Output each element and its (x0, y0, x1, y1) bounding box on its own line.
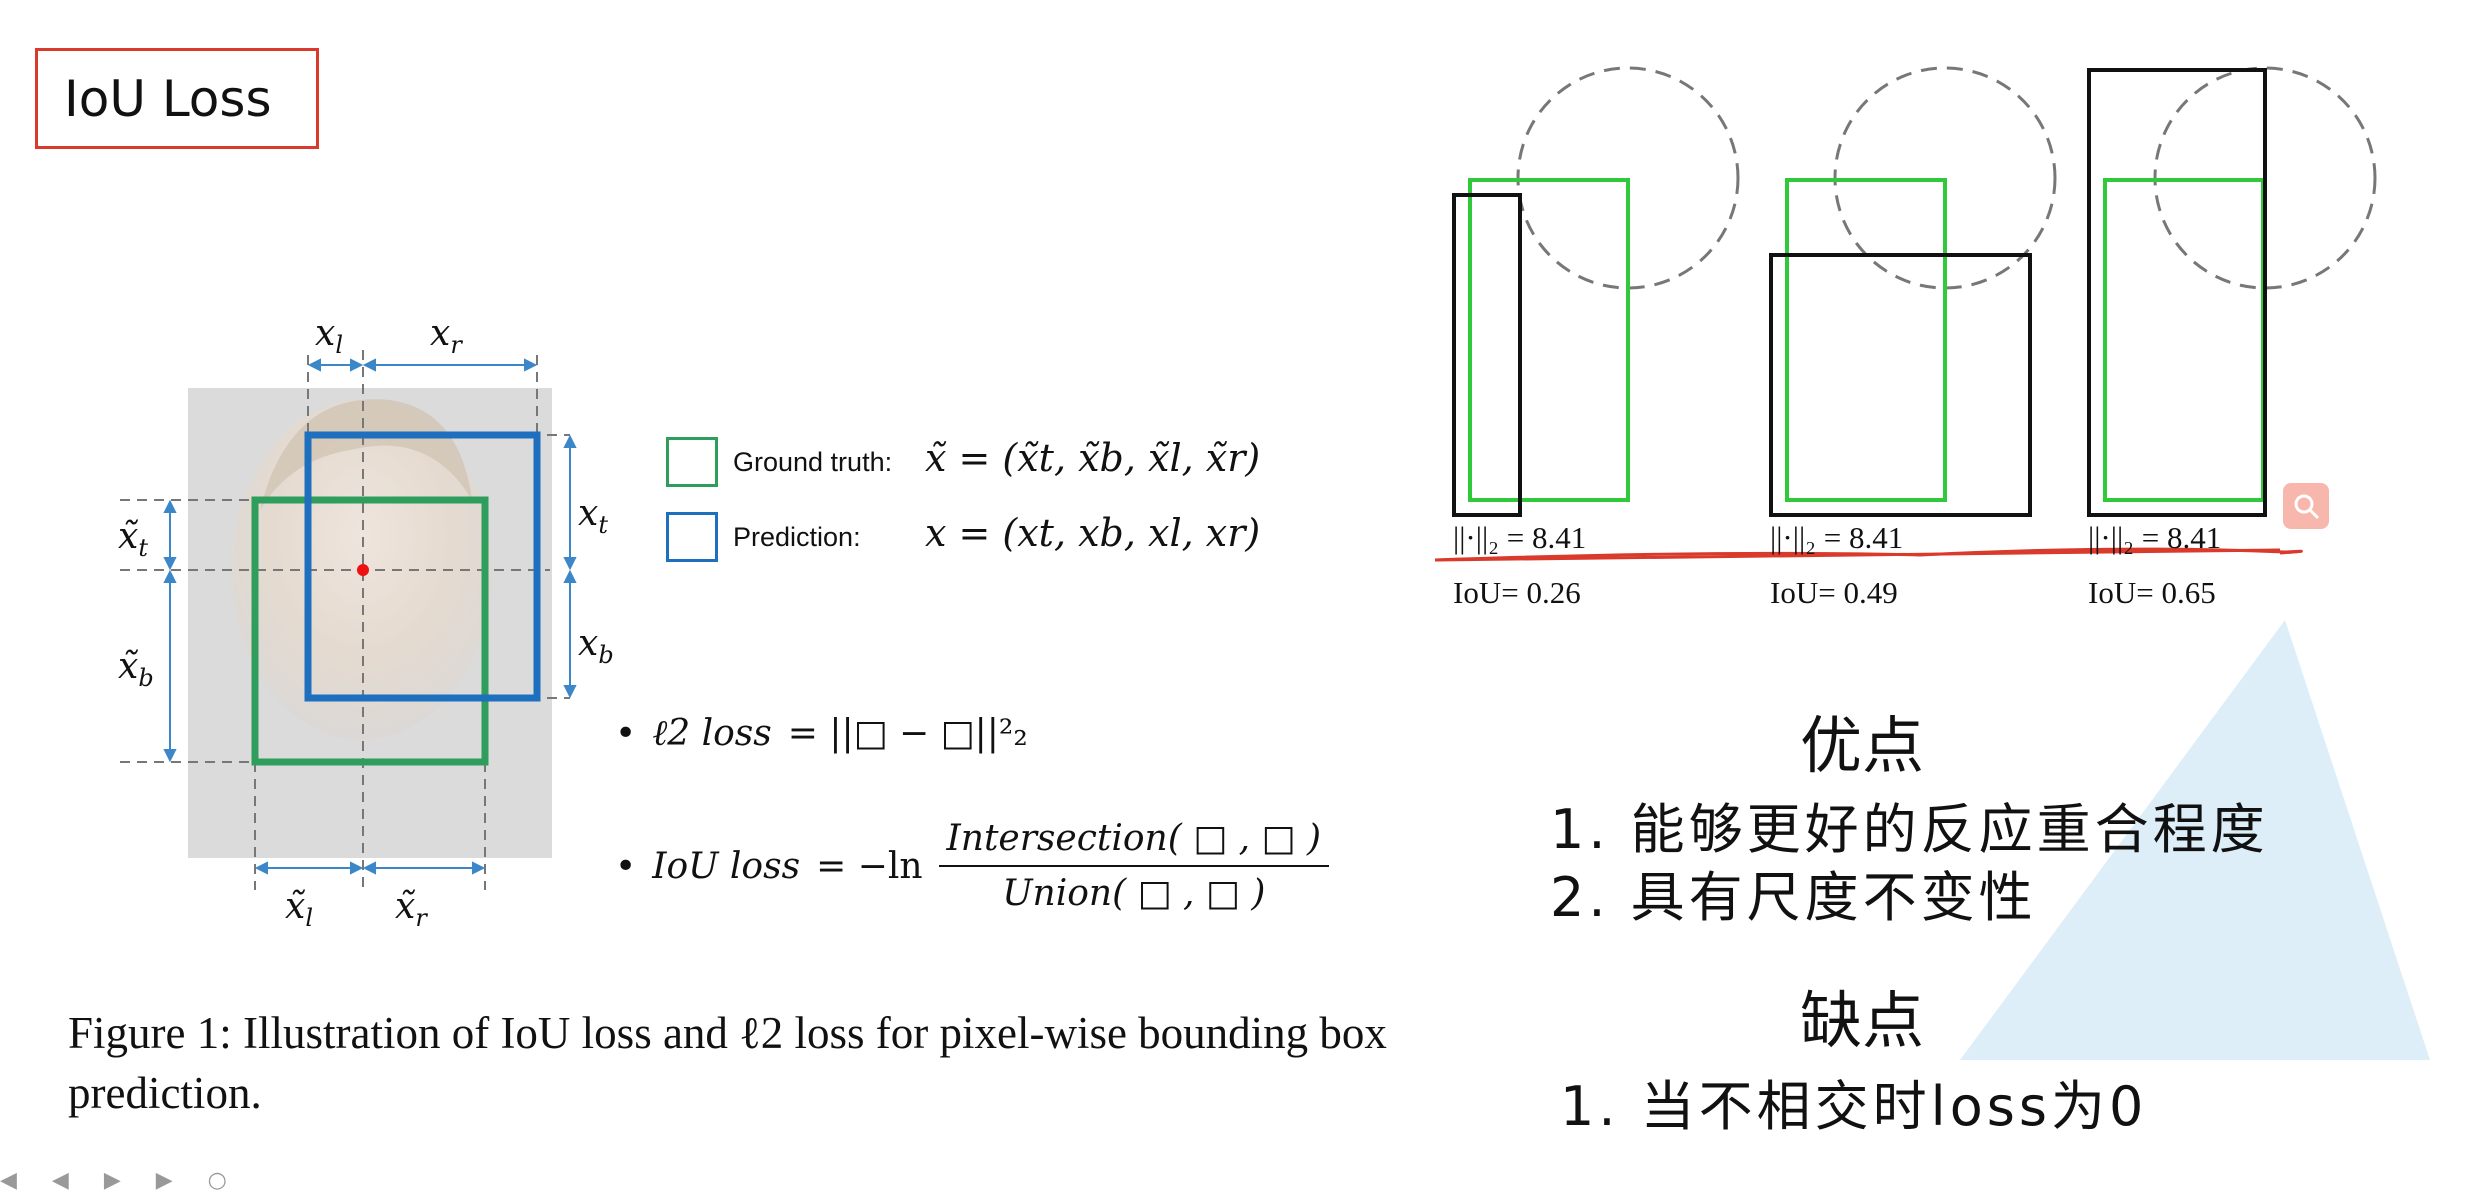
iou-loss-formula: • IoU loss = −ln Intersection( □ , □ ) U… (615, 818, 1330, 914)
bullet: • (615, 713, 637, 754)
legend-pred-swatch (666, 512, 718, 562)
gt-box-1 (1468, 178, 1630, 502)
gt-box-3 (2103, 178, 2265, 502)
label-xb-tilde: x̃b (118, 646, 154, 692)
pred-box-3 (2087, 68, 2267, 517)
iou-1: IoU= 0.26 (1453, 575, 1581, 610)
figure-caption: Figure 1: Illustration of IoU loss and ℓ… (68, 1008, 1387, 1118)
gt-box-2 (1785, 178, 1947, 502)
search-icon (2294, 494, 2320, 520)
iou-3: IoU= 0.65 (2088, 575, 2216, 610)
prediction-box (304, 431, 541, 702)
disadvantages-heading: 缺点 (1800, 984, 1925, 1057)
page-title: IoU Loss (35, 48, 319, 149)
slide-toolbar[interactable]: ◀ ◀ ▶ ▶ ○ (0, 1168, 241, 1193)
l2-loss-expression: = ||□ − □||²₂ (787, 713, 1028, 754)
label-xb: xb (578, 623, 614, 669)
norm-2: ||·||₂ = 8.41 (1770, 520, 1904, 555)
iou-loss-lhs: = −ln (816, 845, 923, 887)
pred-box-1 (1452, 193, 1522, 517)
label-xt: xt (578, 493, 608, 539)
legend-pred-label: Prediction: (733, 522, 861, 552)
label-xr: xr (430, 313, 463, 359)
red-underline-stroke (1434, 548, 2281, 562)
iou-denominator: Union( □ , □ ) (1002, 873, 1266, 914)
page-title-text: IoU Loss (64, 69, 272, 128)
iou-loss-label: IoU loss (652, 845, 801, 887)
bbox-illustration: xl xr xt xb x̃t x̃b x̃l x̃r (118, 313, 614, 932)
advantage-item-1: 1. 能够更好的反应重合程度 (1550, 798, 2269, 861)
advantages-heading: 优点 (1800, 709, 1925, 782)
label-xl: xl (315, 313, 343, 359)
iou-fraction: Intersection( □ , □ ) Union( □ , □ ) (938, 818, 1330, 914)
label-xr-tilde: x̃r (395, 886, 428, 932)
ground-truth-box (251, 496, 489, 766)
iou-2: IoU= 0.49 (1770, 575, 1898, 610)
iou-numerator: Intersection( □ , □ ) (938, 818, 1330, 867)
iou-examples (1434, 66, 2377, 562)
norm-1: ||·||₂ = 8.41 (1453, 520, 1587, 555)
bullet: • (615, 845, 637, 887)
legend-pred-formula: x = (xt, xb, xl, xr) (925, 511, 1261, 555)
center-point (357, 564, 369, 576)
pred-box-2 (1769, 253, 2032, 517)
legend-gt-swatch (666, 437, 718, 487)
legend-gt-formula: x̃ = (x̃t, x̃b, x̃l, x̃r) (925, 436, 1261, 480)
label-xl-tilde: x̃l (285, 886, 313, 932)
norm-3: ||·||₂ = 8.41 (2088, 520, 2222, 555)
l2-loss-formula: • ℓ2 loss = ||□ − □||²₂ (615, 712, 1028, 754)
search-button[interactable] (2283, 483, 2329, 529)
legend-gt-label: Ground truth: (733, 447, 893, 477)
advantage-item-2: 2. 具有尺度不变性 (1550, 866, 2037, 929)
l2-loss-label: ℓ2 loss (652, 713, 772, 754)
label-xt-tilde: x̃t (118, 516, 148, 562)
disadvantage-item-1: 1. 当不相交时loss为0 (1560, 1075, 2148, 1138)
